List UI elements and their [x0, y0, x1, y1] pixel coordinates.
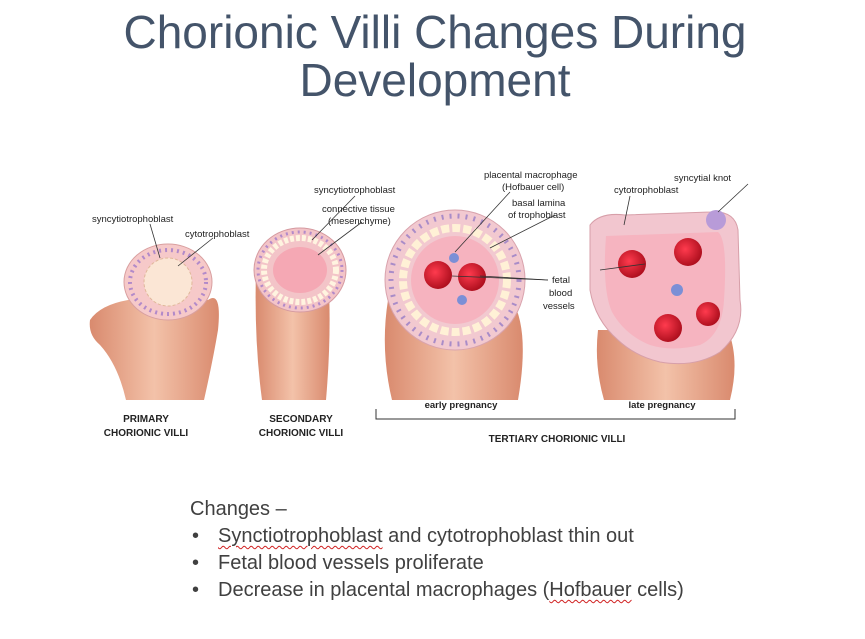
late-vessel-4: [696, 302, 720, 326]
caption-primary-2: CHORIONIC VILLI: [104, 428, 189, 439]
list-item: • Synctiotrophoblast and cytotrophoblast…: [190, 523, 830, 550]
caption-primary-1: PRIMARY: [123, 414, 169, 425]
title-line-2: Development: [299, 54, 571, 106]
item3-start: Decrease in placental macrophages (: [218, 579, 550, 601]
label-connective-tissue: connective tissue: [322, 204, 395, 215]
label-secondary-syncytiotrophoblast: syncytiotrophoblast: [314, 185, 396, 196]
list-item: • Decrease in placental macrophages (Hof…: [190, 577, 830, 604]
early-cyto-ring: [399, 224, 511, 336]
label-basal-lamina: basal lamina: [512, 198, 566, 209]
hofbauer-cell-2: [457, 295, 467, 305]
label-primary-cytotrophoblast: cytotrophoblast: [185, 229, 250, 240]
item3-term: Hofbauer: [549, 579, 632, 601]
late-vessel-3: [654, 314, 682, 342]
late-vessel-2: [674, 238, 702, 266]
item1-rest: and cytotrophoblast thin out: [382, 525, 634, 547]
bullet-icon: •: [192, 525, 200, 547]
changes-list: • Synctiotrophoblast and cytotrophoblast…: [190, 523, 830, 604]
label-mesenchyme: (mesenchyme): [328, 216, 391, 227]
primary-stalk: [89, 298, 219, 400]
label-fetal: fetal: [552, 275, 570, 286]
bullet-icon: •: [192, 552, 200, 574]
early-tertiary-villus: [384, 209, 526, 400]
early-vessel-left: [424, 261, 452, 289]
early-syncytio-dots: [388, 213, 522, 347]
caption-early-pregnancy: early pregnancy: [425, 400, 499, 411]
label-primary-syncytiotrophoblast: syncytiotrophoblast: [92, 214, 174, 225]
early-core: [411, 236, 499, 324]
secondary-mesenchyme: [273, 247, 327, 293]
secondary-villus: [253, 227, 347, 400]
label-vessels: vessels: [543, 301, 575, 312]
caption-secondary-1: SECONDARY: [269, 414, 333, 425]
caption-late-pregnancy: late pregnancy: [628, 400, 696, 411]
primary-syncytio-dots: [128, 248, 208, 316]
bullet-icon: •: [192, 579, 200, 601]
changes-heading: Changes –: [190, 498, 287, 520]
changes-notes: Changes – • Synctiotrophoblast and cytot…: [190, 496, 830, 604]
item2-text: Fetal blood vessels proliferate: [218, 552, 484, 574]
label-blood: blood: [549, 288, 572, 299]
label-syncytial-knot: syncytial knot: [674, 173, 731, 184]
leader-lines: [149, 183, 749, 281]
item1-term: Synctiotrophoblast: [218, 525, 383, 547]
item3-end: cells): [631, 579, 684, 601]
label-hofbauer-cell: (Hofbauer cell): [502, 182, 564, 193]
label-placental-macrophage: placental macrophage: [484, 170, 577, 181]
late-vessel-1: [618, 250, 646, 278]
hofbauer-cell: [449, 253, 459, 263]
caption-tertiary: TERTIARY CHORIONIC VILLI: [489, 434, 626, 445]
late-hofbauer-cell: [671, 284, 683, 296]
syncytial-knot-shape: [706, 210, 726, 230]
list-item: • Fetal blood vessels proliferate: [190, 550, 830, 577]
primary-villus: [89, 243, 219, 400]
secondary-syncytio-dots: [256, 230, 344, 310]
tertiary-bracket: [375, 409, 736, 420]
label-late-cytotrophoblast: cytotrophoblast: [614, 185, 679, 196]
label-of-trophoblast: of trophoblast: [508, 210, 566, 221]
title-line-1: Chorionic Villi Changes During: [123, 6, 747, 58]
late-tertiary-villus: [589, 210, 742, 400]
secondary-cyto-ring: [261, 235, 339, 305]
caption-secondary-2: CHORIONIC VILLI: [259, 428, 344, 439]
slide-title: Chorionic Villi Changes During Developme…: [0, 8, 865, 104]
primary-core: [143, 257, 193, 307]
